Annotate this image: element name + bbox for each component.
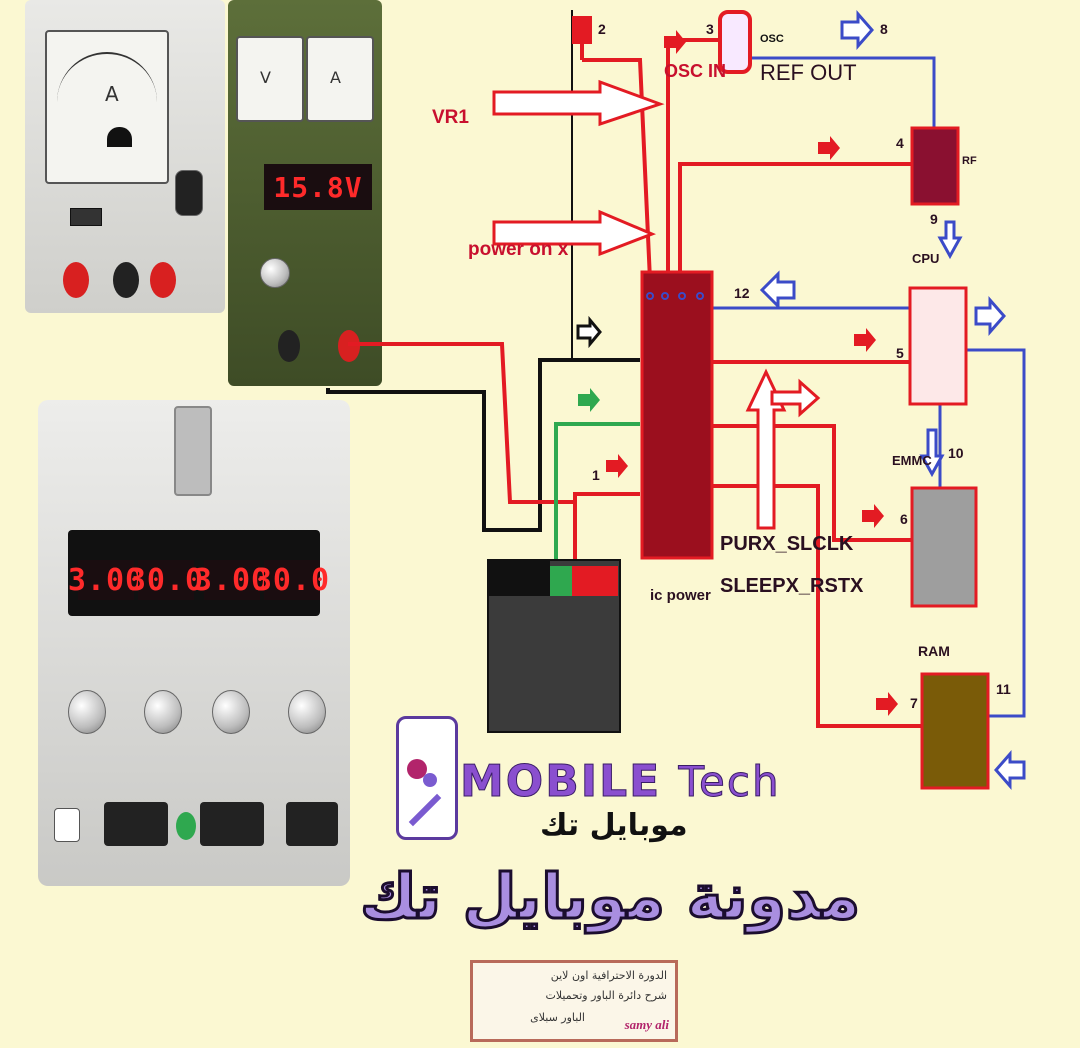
stamp-author: samy ali (625, 1017, 669, 1033)
node-number-2: 2 (598, 22, 606, 36)
stamp-line-1: الدورة الاحترافية اون لاين (551, 969, 667, 982)
node-number-7: 7 (910, 696, 918, 710)
logo-wordmark: MOBILE Tech (460, 756, 781, 807)
small-black-arrow (578, 320, 600, 344)
cpu-label: CPU (912, 252, 939, 265)
vr1-arrow (494, 82, 660, 124)
emmc-power-wire (712, 426, 912, 540)
logo-tech-text: Tech (679, 757, 781, 806)
emmc-label: EMMC (892, 454, 932, 467)
node-number-10: 10 (948, 446, 964, 460)
blue-arrow-right (842, 14, 872, 46)
blue-arrow-left (996, 754, 1024, 786)
node-number-8: 8 (880, 22, 888, 36)
small-green-arrow (578, 388, 600, 412)
phone-logo-icon (396, 716, 458, 840)
cpu-power-wire (712, 350, 922, 362)
osc-label: OSC (760, 34, 784, 45)
ram-chip (922, 674, 988, 788)
blog-title: مدونة موبايل تك (360, 860, 860, 933)
pin2-connector (572, 16, 592, 44)
stamp-line-2: شرح دائرة الباور وتحميلات (546, 989, 668, 1002)
logo-mobile-text: MOBILE (460, 756, 661, 807)
ic-feed-wire (575, 494, 640, 502)
node-number-1: 1 (592, 468, 600, 482)
screwdriver-icon (409, 794, 442, 827)
battery-top-black (488, 560, 550, 596)
small-red-arrow (876, 692, 898, 716)
ref-out-label: REF OUT (760, 62, 857, 84)
node-number-3: 3 (706, 22, 714, 36)
power-on-label: power on x (468, 240, 568, 259)
sleepx-label: SLEEPX_RSTX (720, 576, 863, 596)
purx-label: PURX_SLCLK (720, 534, 853, 554)
battery-top-red (572, 566, 618, 596)
cpu-chip (910, 288, 966, 404)
ic-power-label: ic power (650, 588, 711, 603)
node-number-12: 12 (734, 286, 750, 300)
blue-arrow-left (762, 274, 794, 306)
ground-wire (328, 360, 640, 530)
logo-arabic-text: موبايل تك (540, 808, 688, 843)
blue-arrow-down (940, 222, 960, 256)
small-red-arrow (854, 328, 876, 352)
stamp-line-3: الباور سبلاى (530, 1011, 585, 1024)
small-red-arrow (862, 504, 884, 528)
rf-label: RF (962, 156, 977, 167)
ram-label: RAM (918, 644, 950, 658)
small-red-arrow (606, 454, 628, 478)
vr1-label: VR1 (432, 108, 469, 127)
emmc-chip (912, 488, 976, 606)
gear-icon (423, 773, 437, 787)
ic-power-chip (642, 272, 712, 558)
node-number-6: 6 (900, 512, 908, 526)
node-number-11: 11 (996, 682, 1011, 696)
small-red-arrow (818, 136, 840, 160)
node-number-5: 5 (896, 346, 904, 360)
course-stamp: الدورة الاحترافية اون لاين شرح دائرة الب… (470, 960, 678, 1042)
rf-power-wire (680, 164, 922, 280)
osc-in-label: OSC IN (664, 62, 726, 80)
blue-arrow-right (976, 300, 1004, 332)
battery-top-green (550, 566, 572, 596)
rf-chip (912, 128, 958, 204)
node-number-4: 4 (896, 136, 904, 150)
node-number-9: 9 (930, 212, 938, 226)
ram-power-wire (712, 486, 922, 726)
